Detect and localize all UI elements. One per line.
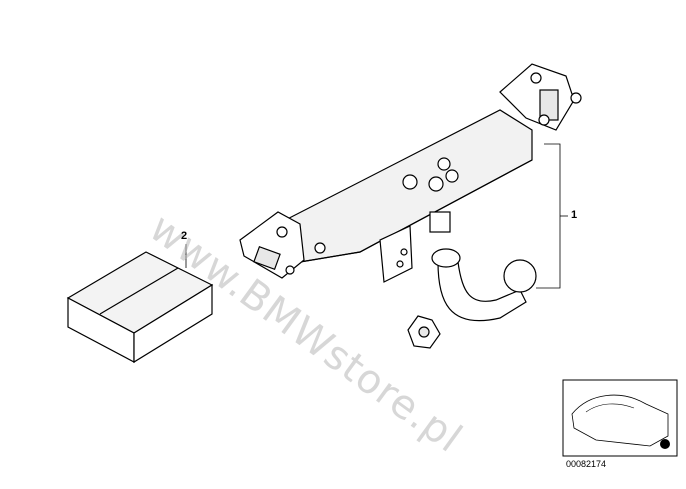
part-1-tow-bar[interactable] xyxy=(239,63,582,349)
part-2-box[interactable] xyxy=(66,251,214,364)
reference-number: 00082174 xyxy=(566,459,607,469)
callout-1-leader xyxy=(536,143,561,289)
callout-2[interactable]: 2 xyxy=(181,230,188,242)
vehicle-location-inset[interactable] xyxy=(562,379,678,457)
tow-location-marker-icon xyxy=(660,439,670,449)
callout-1[interactable]: 1 xyxy=(571,209,578,221)
